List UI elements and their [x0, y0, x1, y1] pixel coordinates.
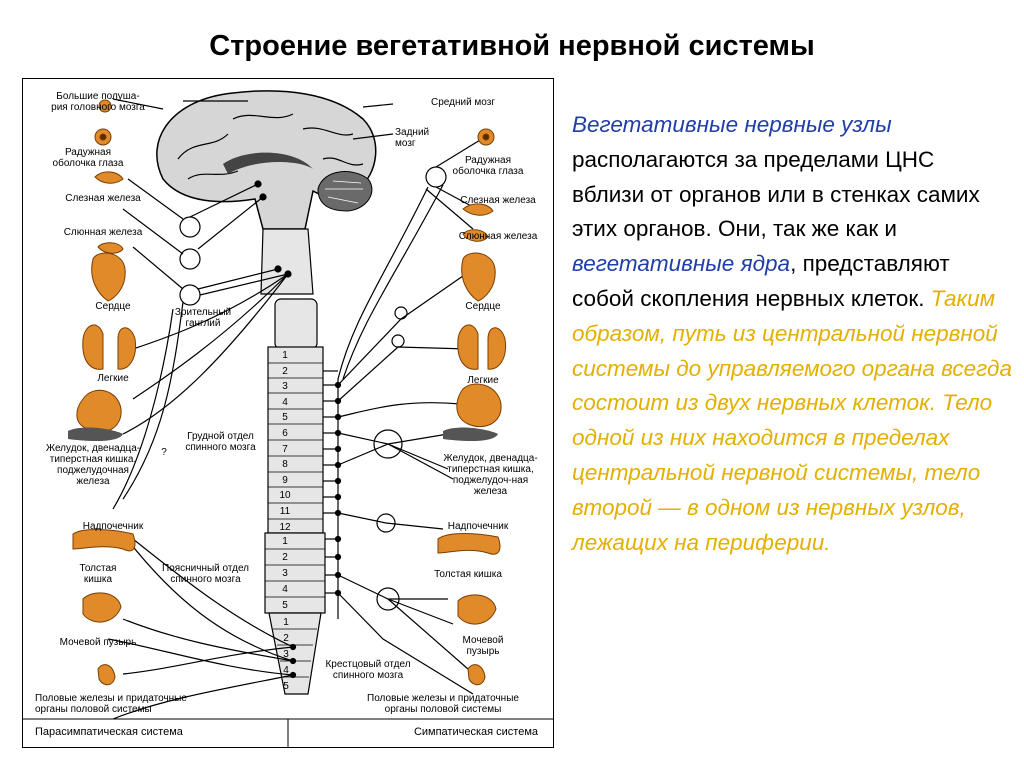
segment-number: 2: [282, 365, 288, 377]
label-parasympathetic-system: Парасимпатическая система: [35, 726, 183, 738]
segment-number: 9: [282, 474, 288, 486]
gonads-left: [97, 664, 116, 686]
label-lungs-left: Легкие: [97, 373, 129, 384]
slide-title: Строение вегетативной нервной системы: [209, 30, 815, 62]
lacrimal-left: [94, 171, 124, 184]
diagram-drawing: [23, 90, 553, 747]
lungs-left-a: [82, 324, 104, 370]
segment-number: 1: [282, 536, 288, 547]
heart-left: [91, 252, 126, 302]
term-autonomic-nuclei: вегетативные ядра: [572, 251, 791, 277]
segment-number: 7: [282, 443, 288, 455]
label-iris-right: Радужная оболочка глаза: [452, 155, 524, 177]
segment-number: 12: [279, 521, 291, 533]
label-stomach-right: Желудок, двенадца- типерстная кишка, под…: [443, 453, 538, 497]
colon-left: [72, 529, 136, 552]
label-question: ?: [161, 447, 167, 458]
label-ciliary-ganglion: Зрительный ганглий: [174, 307, 232, 329]
brain: [156, 90, 377, 230]
segment-number: 4: [282, 584, 288, 595]
explanation-text: Вегетативные нервные узлы располагаются …: [572, 108, 1012, 560]
pancreas: [68, 427, 498, 442]
segment-number: 1: [283, 617, 289, 628]
salivary-right: [462, 229, 489, 242]
label-hindbrain: Задний мозг: [395, 127, 430, 149]
brain-small-icon: [98, 99, 112, 113]
segment-number: 3: [282, 568, 288, 579]
gonads-right: [467, 664, 486, 686]
label-thoracic: Грудной отдел спинного мозга: [185, 431, 256, 453]
segment-number: 2: [282, 552, 288, 563]
label-sacral: Крестцовый отдел спинного мозга: [325, 659, 411, 681]
lungs-left-b: [117, 327, 137, 370]
segment-number: 1: [282, 350, 288, 361]
label-lacrimal-left: Слезная железа: [65, 193, 141, 204]
segment-number: 6: [282, 428, 288, 439]
label-gonads-left: Половые железы и придаточные органы поло…: [35, 693, 187, 715]
segment-number: 3: [283, 649, 289, 660]
label-lacrimal-right: Слезная железа: [460, 195, 536, 206]
lacrimal-right: [462, 203, 494, 216]
parasympathetic-fibers: [107, 98, 394, 720]
label-colon-left: Толстая кишка: [79, 563, 117, 585]
organs: [72, 99, 507, 686]
label-adrenal-right: Надпочечник: [447, 521, 509, 532]
label-salivary-left: Слюнная железа: [63, 227, 143, 238]
text-part-4: , представляют собой скопления нервных к…: [572, 251, 950, 311]
lungs-right-b: [487, 327, 507, 370]
segment-number: 4: [282, 396, 288, 408]
text-part-2: располагаются за пределами ЦНС вблизи от…: [572, 146, 980, 242]
segment-number: 5: [282, 600, 288, 611]
stomach-right: [456, 383, 502, 428]
heart-right: [461, 252, 496, 302]
label-iris-left: Радужная оболочка глаза: [52, 147, 124, 169]
label-colon-right: Толстая кишка: [434, 569, 502, 580]
label-stomach-left: Желудок, двенадца- типерстная кишка, под…: [45, 443, 141, 487]
segment-number: 8: [282, 459, 288, 471]
segment-lines: [265, 362, 325, 678]
term-autonomic-ganglia: Вегетативные нервные узлы: [572, 112, 892, 137]
label-lungs-right: Легкие: [467, 375, 499, 386]
bladder-left: [82, 592, 122, 623]
label-midbrain: Средний мозг: [431, 97, 495, 108]
label-adrenal-left: Надпочечник: [82, 521, 144, 532]
segment-number: 11: [279, 506, 291, 517]
bladder-right: [457, 594, 497, 625]
colon-right: [437, 533, 501, 555]
label-gonads-right: Половые железы и придаточные органы поло…: [367, 693, 519, 715]
segment-number: 10: [279, 490, 291, 502]
label-bladder-left: Мочевой пузырь: [59, 637, 137, 648]
conclusion-text: Таким образом, путь из центральной нервн…: [572, 285, 1012, 555]
label-heart-left: Сердце: [95, 301, 131, 312]
salivary-left: [97, 242, 124, 254]
label-hemispheres: Большие полуша- рия головного мозга: [51, 91, 145, 113]
sympathetic-chain: [323, 136, 486, 695]
lungs-right-a: [457, 324, 479, 370]
segment-number: 4: [283, 665, 289, 676]
label-lumbar: Поясничный отдел спинного мозга: [161, 563, 250, 585]
segment-number: 5: [282, 412, 288, 424]
label-sympathetic-system: Симпатическая система: [413, 726, 538, 738]
segment-number: 2: [283, 633, 289, 644]
segment-number: 5: [283, 681, 289, 692]
label-salivary-right: Слюнная железа: [458, 231, 538, 242]
segment-number: 3: [282, 381, 288, 393]
label-bladder-right: Мочевой пузырь: [462, 635, 504, 657]
stomach-left: [76, 389, 122, 433]
label-heart-right: Сердце: [465, 301, 501, 312]
